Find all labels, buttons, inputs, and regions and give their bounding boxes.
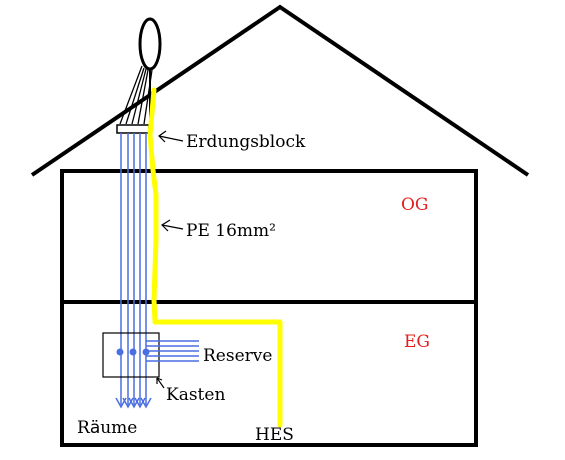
grounding-block [116,124,150,134]
erdungsblock-pointer [158,130,184,143]
distribution-box [102,332,160,378]
kasten-pointer [156,377,165,389]
label-pe: PE 16mm² [186,221,276,241]
distribution-dots [116,348,150,356]
pe-pointer [161,219,184,232]
label-hes: HES [255,425,294,445]
antenna-icon [138,17,162,71]
antenna-cables [119,65,153,125]
pe-conductor [147,87,283,428]
building-outline [60,169,478,447]
label-reserve: Reserve [203,346,272,366]
label-og: OG [401,195,429,215]
label-raeume: Räume [77,418,137,438]
label-kasten: Kasten [166,385,225,405]
reserve-lines [146,340,199,362]
coax-wires [120,133,147,405]
label-eg: EG [404,332,430,352]
wire-arrow-heads [115,397,152,409]
roof [30,4,530,177]
label-erdungsblock: Erdungsblock [186,132,306,152]
